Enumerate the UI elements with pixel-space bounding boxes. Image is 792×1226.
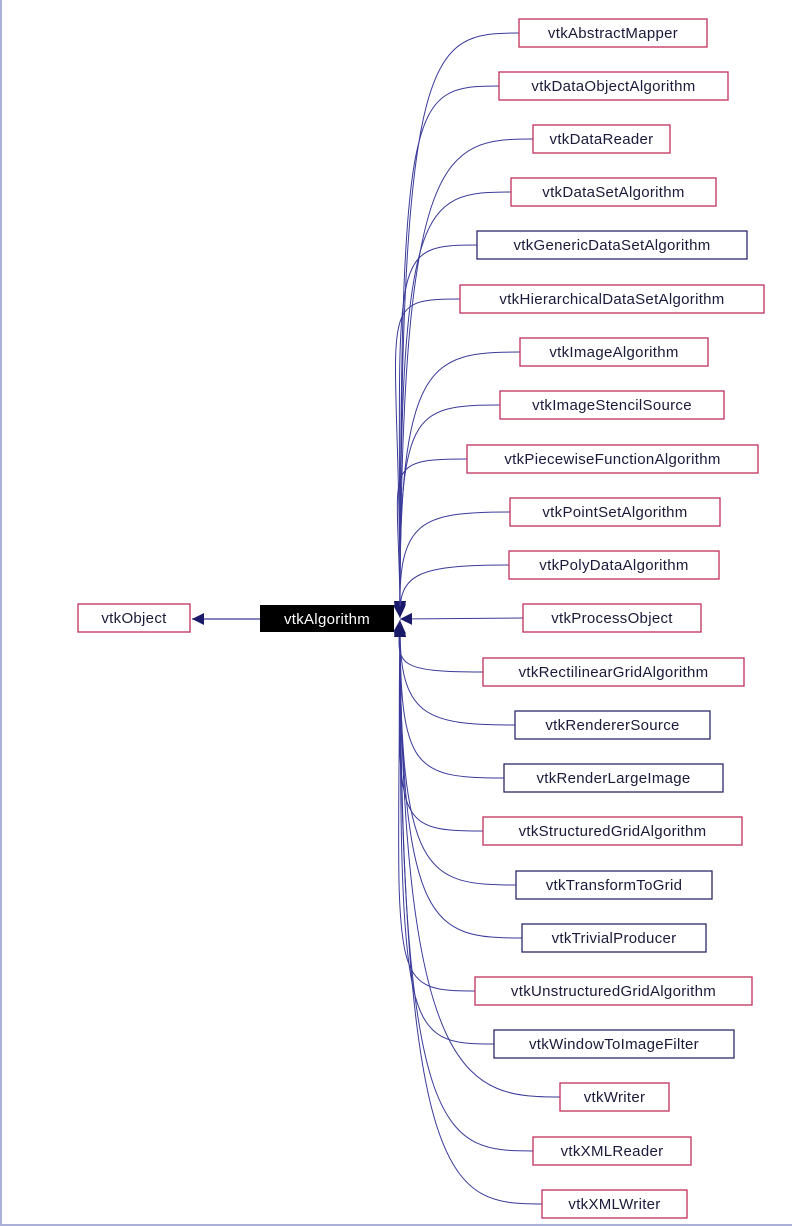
class-node-label[interactable]: vtkRectilinearGridAlgorithm xyxy=(519,664,709,681)
class-node-box[interactable] xyxy=(518,18,708,48)
edge-vtkpointsetalgorithm xyxy=(393,511,511,617)
node-vtktrivialproducer[interactable]: vtkTrivialProducer xyxy=(521,923,707,953)
class-node-box[interactable] xyxy=(476,230,748,260)
edge-vtkdatasetalgorithm xyxy=(393,191,512,614)
edge-group xyxy=(192,32,561,1205)
class-node-label[interactable]: vtkStructuredGridAlgorithm xyxy=(519,823,707,840)
edge-vtkdatareader xyxy=(394,138,534,614)
class-node-label[interactable]: vtkDataReader xyxy=(550,131,654,148)
node-vtkpolydataalgorithm[interactable]: vtkPolyDataAlgorithm xyxy=(508,550,720,580)
edge-vtkwindowtoimagefilter xyxy=(394,624,495,1045)
class-node-box[interactable] xyxy=(522,603,702,633)
class-node-box[interactable] xyxy=(499,390,725,420)
class-node-label[interactable]: vtkTransformToGrid xyxy=(546,877,683,894)
class-node-label[interactable]: vtkXMLWriter xyxy=(568,1196,660,1213)
class-node-box[interactable] xyxy=(532,1136,692,1166)
node-vtkpiecewisefunctionalgorithm[interactable]: vtkPiecewiseFunctionAlgorithm xyxy=(466,444,759,474)
node-vtkstructuredgridalgorithm[interactable]: vtkStructuredGridAlgorithm xyxy=(482,816,743,846)
node-vtkdatareader[interactable]: vtkDataReader xyxy=(532,124,671,154)
edge-vtkdataobjectalgorithm xyxy=(394,85,500,614)
class-node-label[interactable]: vtkTrivialProducer xyxy=(552,930,677,947)
class-node-box[interactable] xyxy=(503,763,724,793)
parent-node-label[interactable]: vtkObject xyxy=(101,610,167,627)
class-node-box[interactable] xyxy=(459,284,765,314)
node-vtkunstructuredgridalgorithm[interactable]: vtkUnstructuredGridAlgorithm xyxy=(474,976,753,1006)
node-vtkxmlreader[interactable]: vtkXMLReader xyxy=(532,1136,692,1166)
class-node-box[interactable] xyxy=(498,71,729,101)
edge-vtkwriter xyxy=(394,624,561,1098)
edge-vtkrectilineargridalgorithm xyxy=(393,620,484,673)
edge-vtkunstructuredgridalgorithm xyxy=(393,624,476,992)
class-node-label[interactable]: vtkGenericDataSetAlgorithm xyxy=(513,237,710,254)
node-vtktransformtogrid[interactable]: vtkTransformToGrid xyxy=(515,870,713,900)
edge-vtkrenderersource xyxy=(393,621,516,726)
class-node-label[interactable]: vtkXMLReader xyxy=(561,1143,664,1160)
node-vtkxmlwriter[interactable]: vtkXMLWriter xyxy=(541,1189,688,1219)
edge-vtkxmlwriter xyxy=(394,624,543,1205)
node-vtkimagealgorithm[interactable]: vtkImageAlgorithm xyxy=(519,337,709,367)
class-node-box[interactable] xyxy=(493,1029,735,1059)
class-node-label[interactable]: vtkWindowToImageFilter xyxy=(529,1036,699,1053)
node-vtkdataobjectalgorithm[interactable]: vtkDataObjectAlgorithm xyxy=(498,71,729,101)
edge-vtkpiecewisefunctionalgorithm xyxy=(393,458,468,616)
parent-node-box[interactable] xyxy=(77,603,191,633)
node-vtkprocessobject[interactable]: vtkProcessObject xyxy=(522,603,702,633)
class-node-box[interactable] xyxy=(521,923,707,953)
node-vtkdatasetalgorithm[interactable]: vtkDataSetAlgorithm xyxy=(510,177,717,207)
node-vtkrenderlargeimage[interactable]: vtkRenderLargeImage xyxy=(503,763,724,793)
edge-vtkabstractmapper xyxy=(393,32,520,614)
node-vtkabstractmapper[interactable]: vtkAbstractMapper xyxy=(518,18,708,48)
class-node-box[interactable] xyxy=(466,444,759,474)
focus-node-label: vtkAlgorithm xyxy=(284,611,370,628)
edge-vtkprocessobject xyxy=(399,612,524,625)
node-group: vtkObject vtkAlgorithm vtkAbstractMapper… xyxy=(77,18,765,1219)
class-node-label[interactable]: vtkUnstructuredGridAlgorithm xyxy=(511,983,716,1000)
class-node-box[interactable] xyxy=(509,497,721,527)
edge-vtkhierarchicaldatasetalgorithm xyxy=(394,298,461,614)
node-vtkrenderersource[interactable]: vtkRendererSource xyxy=(514,710,711,740)
class-node-box[interactable] xyxy=(519,337,709,367)
class-node-label[interactable]: vtkPointSetAlgorithm xyxy=(542,504,687,521)
class-node-label[interactable]: vtkAbstractMapper xyxy=(548,25,678,42)
class-node-label[interactable]: vtkDataSetAlgorithm xyxy=(542,184,684,201)
class-node-box[interactable] xyxy=(532,124,671,154)
class-node-label[interactable]: vtkHierarchicalDataSetAlgorithm xyxy=(499,291,724,308)
edge-vtkpolydataalgorithm xyxy=(393,564,510,618)
focus-node-box xyxy=(260,605,394,632)
class-node-label[interactable]: vtkPiecewiseFunctionAlgorithm xyxy=(504,451,720,468)
class-node-box[interactable] xyxy=(559,1082,670,1112)
edge-vtkimagestencilsource xyxy=(393,404,501,615)
node-vtkalgorithm: vtkAlgorithm xyxy=(260,605,394,632)
class-node-label[interactable]: vtkDataObjectAlgorithm xyxy=(531,78,695,95)
node-vtkobject[interactable]: vtkObject xyxy=(77,603,191,633)
class-node-label[interactable]: vtkRendererSource xyxy=(545,717,679,734)
class-node-label[interactable]: vtkProcessObject xyxy=(551,610,673,627)
class-node-box[interactable] xyxy=(514,710,711,740)
class-node-label[interactable]: vtkPolyDataAlgorithm xyxy=(539,557,688,574)
node-vtkpointsetalgorithm[interactable]: vtkPointSetAlgorithm xyxy=(509,497,721,527)
class-node-box[interactable] xyxy=(508,550,720,580)
node-vtkwriter[interactable]: vtkWriter xyxy=(559,1082,670,1112)
class-node-label[interactable]: vtkImageStencilSource xyxy=(532,397,692,414)
class-node-box[interactable] xyxy=(541,1189,688,1219)
class-node-box[interactable] xyxy=(510,177,717,207)
class-node-label[interactable]: vtkWriter xyxy=(584,1089,646,1106)
edge-vtkxmlreader xyxy=(393,624,534,1152)
class-node-box[interactable] xyxy=(482,816,743,846)
class-node-box[interactable] xyxy=(515,870,713,900)
class-node-label[interactable]: vtkRenderLargeImage xyxy=(536,770,690,787)
node-vtkwindowtoimagefilter[interactable]: vtkWindowToImageFilter xyxy=(493,1029,735,1059)
node-vtkimagestencilsource[interactable]: vtkImageStencilSource xyxy=(499,390,725,420)
class-node-label[interactable]: vtkImageAlgorithm xyxy=(549,344,678,361)
node-vtkhierarchicaldatasetalgorithm[interactable]: vtkHierarchicalDataSetAlgorithm xyxy=(459,284,765,314)
edge-vtkrenderlargeimage xyxy=(393,622,505,779)
node-vtkrectilineargridalgorithm[interactable]: vtkRectilinearGridAlgorithm xyxy=(482,657,745,687)
class-node-box[interactable] xyxy=(482,657,745,687)
edge-vtkstructuredgridalgorithm xyxy=(393,623,484,832)
node-vtkgenericdatasetalgorithm[interactable]: vtkGenericDataSetAlgorithm xyxy=(476,230,748,260)
class-node-box[interactable] xyxy=(474,976,753,1006)
